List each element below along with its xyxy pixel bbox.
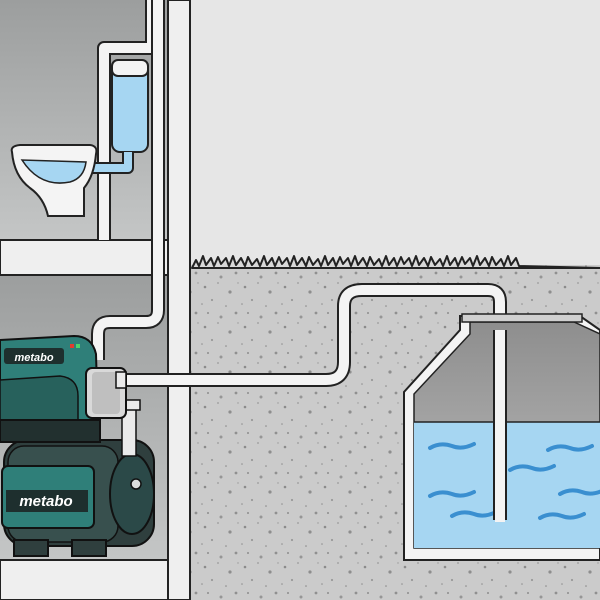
pump-unit: metabo metabo (0, 334, 155, 557)
pump-brand-label: metabo (14, 352, 53, 364)
grass-line (191, 255, 600, 269)
tank-brand-label: metabo (19, 493, 72, 510)
house-wall (167, 0, 191, 600)
basement-floor (0, 559, 191, 600)
outdoor-sky (190, 0, 600, 265)
water-waves (428, 442, 600, 520)
